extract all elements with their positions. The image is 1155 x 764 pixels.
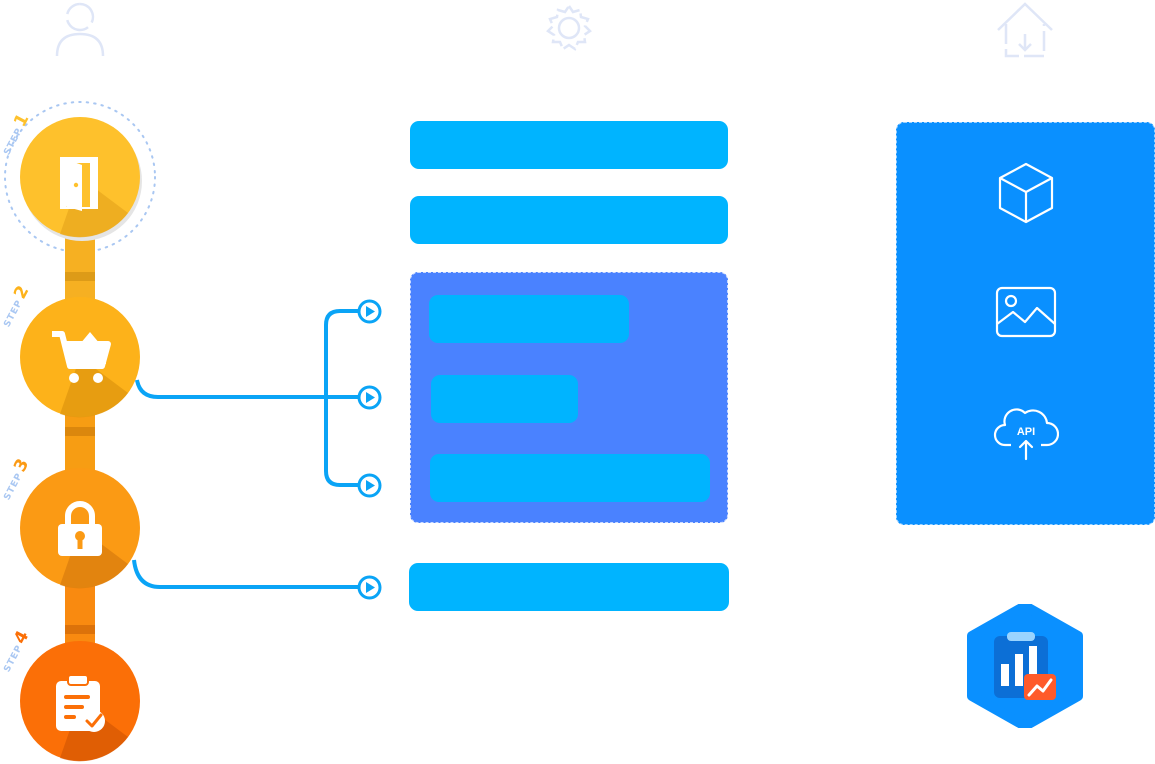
lock-icon: [58, 501, 102, 556]
step-1-dotted-ring: [4, 101, 156, 253]
user-icon: [55, 2, 105, 57]
sub-bar-2: [431, 375, 578, 423]
arrow-node-4: [357, 575, 382, 600]
arrow-node-2: [357, 385, 382, 410]
arrow-node-3: [357, 473, 382, 498]
connector-lines: [132, 309, 362, 589]
gear-icon: [546, 3, 592, 51]
sub-bar-1: [429, 295, 629, 343]
image-icon: [995, 286, 1057, 338]
arrow-node-1: [357, 299, 382, 324]
api-label: API: [1017, 426, 1035, 438]
clipboard-check-icon: [56, 675, 105, 732]
center-panel: [410, 272, 728, 523]
sub-bar-3: [430, 454, 710, 502]
home-icon: [997, 2, 1053, 58]
door-icon: [60, 157, 98, 211]
analytics-logo-icon: [967, 604, 1083, 728]
cube-icon: [998, 162, 1054, 224]
right-panel: API: [896, 122, 1155, 525]
bar-2: [410, 196, 728, 244]
bar-1: [410, 121, 728, 169]
bar-3: [409, 563, 729, 611]
cloud-api-icon: API: [993, 408, 1059, 461]
cart-icon: [52, 331, 111, 383]
